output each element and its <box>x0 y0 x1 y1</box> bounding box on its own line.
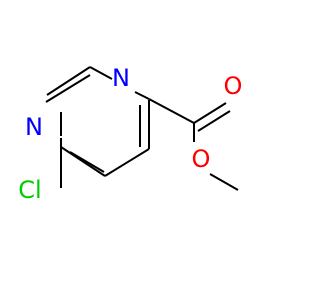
bond-n1-c4-a <box>134 91 150 100</box>
bond-c2-n3-a <box>46 66 91 96</box>
bond-c4-c7 <box>148 98 195 124</box>
atom-cl-label: Cl <box>18 176 41 204</box>
molecule-structure: N N Cl O O <box>18 64 243 204</box>
bond-c6-c6b-a <box>60 146 106 177</box>
bond-o2-me <box>209 173 239 191</box>
bond-c2-n3-b <box>45 74 91 103</box>
bond-c2-n1 <box>89 66 113 80</box>
bond-c6-c6b-b <box>69 151 105 173</box>
bond-c7-o1-a <box>193 102 227 124</box>
bond-c5-c6 <box>104 148 150 177</box>
atom-o2-label: O <box>192 145 211 173</box>
molecule-canvas: N N Cl O O <box>18 64 243 204</box>
atom-n1-label: N <box>112 64 130 92</box>
atom-o1-label: O <box>224 72 243 100</box>
bond-c7-o1-b <box>197 110 231 132</box>
atom-n2-label: N <box>25 113 43 141</box>
